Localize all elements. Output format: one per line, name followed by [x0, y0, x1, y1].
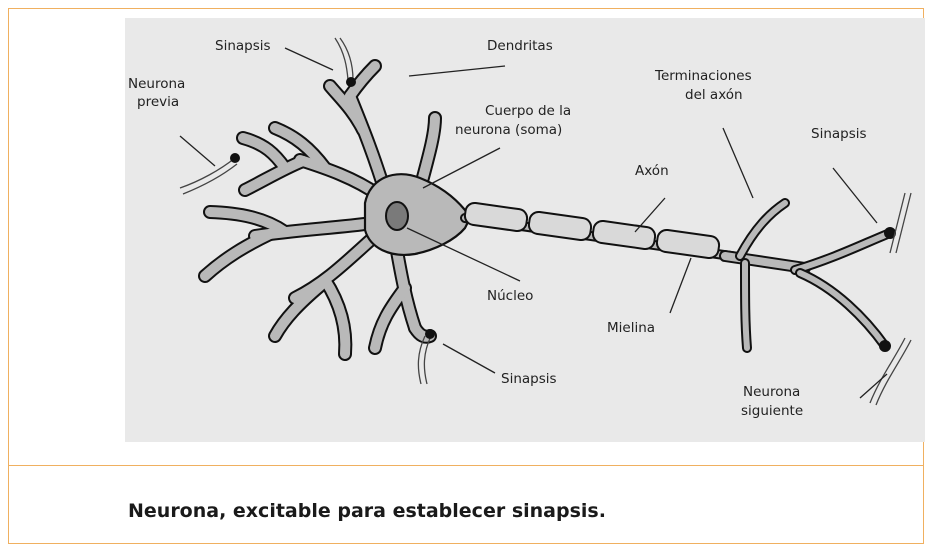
neuron-diagram: Sinapsis Dendritas Neurona previa Cuerpo…	[125, 18, 925, 442]
label-sinapsis-right: Sinapsis	[811, 126, 867, 142]
label-terminaciones-line1: Terminaciones	[654, 68, 752, 84]
label-cuerpo-line2: neurona (soma)	[455, 122, 562, 138]
label-cuerpo-line1: Cuerpo de la	[485, 103, 571, 119]
label-sinapsis-bottom: Sinapsis	[501, 371, 557, 387]
label-neurona-previa-line1: Neurona	[128, 76, 185, 92]
label-sinapsis-top: Sinapsis	[215, 38, 271, 54]
label-nucleo: Núcleo	[487, 288, 533, 304]
label-mielina: Mielina	[607, 320, 655, 336]
label-neurona-previa-line2: previa	[137, 94, 179, 110]
caption-divider	[8, 465, 924, 466]
nucleus	[386, 202, 408, 230]
synapse-knob	[880, 341, 890, 351]
label-terminaciones-line2: del axón	[685, 87, 743, 103]
figure-caption: Neurona, excitable para establecer sinap…	[128, 500, 606, 522]
label-neurona-siguiente-line2: siguiente	[741, 403, 803, 419]
label-axon: Axón	[635, 163, 669, 179]
label-dendritas: Dendritas	[487, 38, 553, 54]
label-neurona-siguiente-line1: Neurona	[743, 384, 800, 400]
neuron-diagram-svg: Sinapsis Dendritas Neurona previa Cuerpo…	[125, 18, 925, 442]
